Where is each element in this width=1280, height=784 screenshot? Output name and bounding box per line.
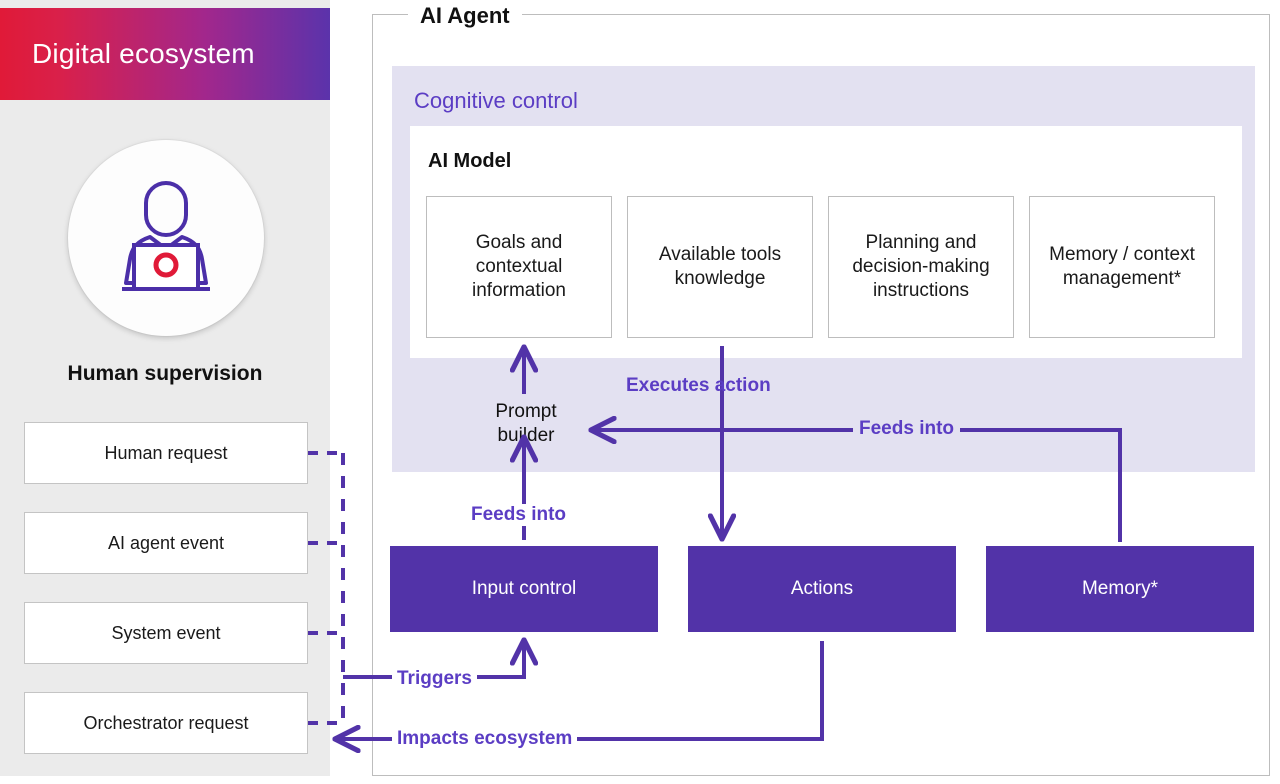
node-label: Memory* — [1081, 578, 1158, 599]
list-item-label: System event — [111, 622, 221, 643]
model-box-label: Available tools knowledge — [658, 243, 782, 289]
node-memory[interactable]: Memory* — [986, 546, 1254, 632]
person-at-laptop-icon — [106, 179, 226, 297]
list-item-label: Human request — [104, 442, 228, 463]
flow-label-feeds-into-memory: Feeds into — [853, 418, 961, 440]
model-box-label: Planning and decision-making instruction… — [852, 231, 990, 302]
model-box-goals[interactable]: Goals and contextual information — [426, 196, 612, 338]
model-box-planning[interactable]: Planning and decision-making instruction… — [828, 196, 1014, 338]
flow-label-executes-action: Executes action — [626, 375, 771, 396]
list-item-label: Orchestrator request — [83, 712, 249, 733]
prompt-builder-node: Prompt builder — [495, 401, 557, 446]
model-box-memory-context[interactable]: Memory / context management* — [1029, 196, 1215, 338]
list-item-orchestrator-request[interactable]: Orchestrator request — [24, 692, 308, 754]
flow-label-feeds-into-input: Feeds into — [466, 504, 572, 526]
flow-label-impacts-ecosystem: Impacts ecosystem — [392, 728, 578, 750]
ai-agent-panel — [372, 14, 1270, 776]
digital-ecosystem-panel: Digital ecosystem Human supervision — [0, 0, 330, 776]
page-title: Digital ecosystem — [32, 38, 255, 69]
list-item-label: AI agent event — [107, 532, 225, 553]
node-label: Actions — [790, 578, 854, 599]
avatar — [68, 140, 264, 336]
node-input-control[interactable]: Input control — [390, 546, 658, 632]
cognitive-control-label: Cognitive control — [414, 88, 578, 113]
model-box-label: Goals and contextual information — [472, 231, 566, 302]
model-box-label: Memory / context management* — [1049, 243, 1195, 289]
ai-agent-legend: AI Agent — [408, 2, 522, 30]
model-box-tools[interactable]: Available tools knowledge — [627, 196, 813, 338]
ai-model-title: AI Model — [428, 150, 512, 172]
node-actions[interactable]: Actions — [688, 546, 956, 632]
list-item-system-event[interactable]: System event — [24, 602, 308, 664]
list-item-human-request[interactable]: Human request — [24, 422, 308, 484]
list-item-ai-agent-event[interactable]: AI agent event — [24, 512, 308, 574]
flow-label-triggers: Triggers — [392, 668, 477, 690]
digital-ecosystem-header: Digital ecosystem — [0, 8, 330, 100]
human-supervision-heading: Human supervision — [67, 362, 263, 385]
node-label: Input control — [471, 578, 577, 599]
